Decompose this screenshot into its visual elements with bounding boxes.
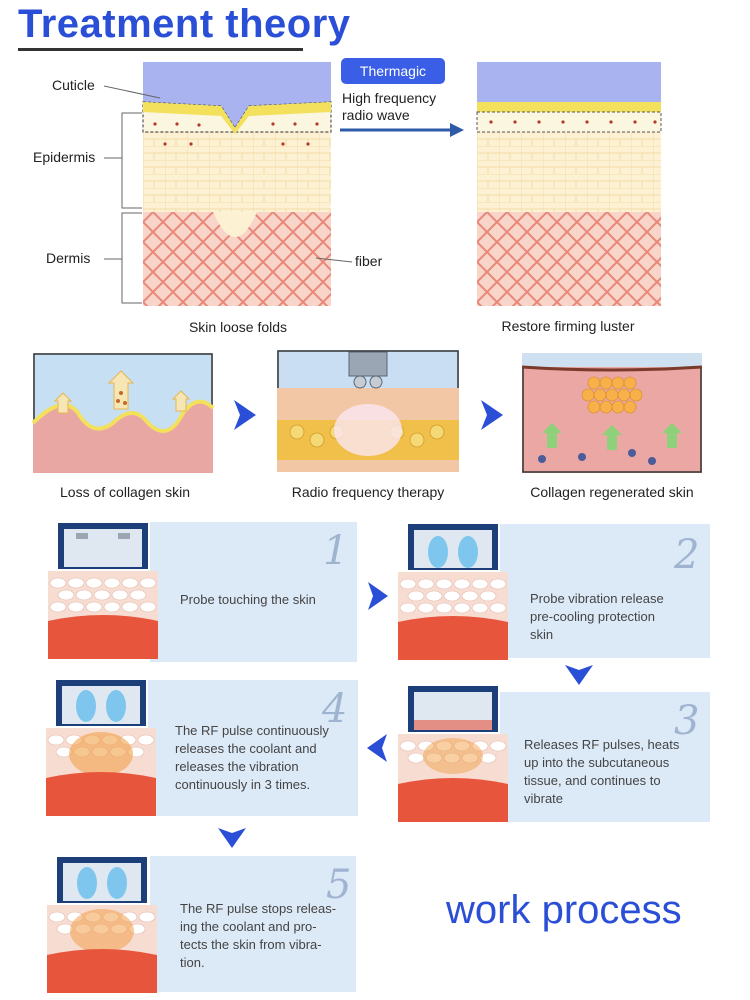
step-3-illustration — [398, 686, 508, 822]
step-4-illustration — [46, 680, 156, 816]
step-3-text: Releases RF pulses, heats up into the su… — [524, 737, 680, 806]
chevron-right-icon — [234, 400, 256, 430]
radio-wave-arrow — [340, 123, 464, 137]
step-card-2 — [500, 524, 710, 658]
title-underline — [18, 48, 303, 51]
step-card-3 — [500, 692, 710, 822]
caption-collagen-regenerated: Collagen regenerated skin — [530, 484, 694, 500]
step-2-number: 2 — [674, 532, 700, 578]
chevron-right-icon — [481, 400, 503, 430]
image-radio-frequency-therapy — [277, 350, 459, 472]
caption-restore-firming: Restore firming luster — [501, 318, 635, 334]
image-loss-of-collagen — [31, 353, 215, 473]
step-2-illustration — [398, 524, 508, 660]
caption-loss-of-collagen: Loss of collagen skin — [60, 484, 190, 500]
step-1-text: Probe touching the skin — [180, 592, 316, 607]
skin-diagram-left — [142, 62, 332, 306]
work-process-heading: work process — [446, 888, 682, 932]
chevron-right-icon — [368, 582, 388, 610]
label-epidermis: Epidermis — [33, 149, 96, 165]
label-cuticle: Cuticle — [52, 77, 95, 93]
page-title: Treatment theory — [18, 2, 351, 46]
caption-skin-loose-folds: Skin loose folds — [188, 319, 288, 335]
label-fiber: fiber — [355, 253, 383, 269]
step-5-number: 5 — [326, 862, 352, 908]
step-1-number: 1 — [323, 528, 349, 574]
chevron-down-icon — [565, 665, 593, 685]
skin-diagram-right — [476, 62, 662, 306]
step-card-1 — [150, 522, 357, 662]
step-5-text: The RF pulse stops releas- ing the coola… — [180, 901, 337, 970]
step-4-number: 4 — [322, 686, 348, 732]
step-card-5 — [150, 856, 356, 992]
image-collagen-regenerated — [521, 353, 703, 473]
step-4-text: The RF pulse continuously releases the c… — [175, 723, 329, 792]
step-3-number: 3 — [674, 698, 700, 744]
label-dermis: Dermis — [46, 250, 91, 266]
caption-radio-frequency: Radio frequency therapy — [291, 484, 445, 500]
chevron-left-icon — [367, 734, 387, 762]
step-2-text: Probe vibration release pre-cooling prot… — [530, 591, 664, 642]
thermagic-badge: Thermagic — [341, 58, 445, 84]
layer-brackets — [103, 85, 353, 304]
step-card-4 — [148, 680, 358, 816]
chevron-down-icon — [218, 828, 246, 848]
radio-wave-text: High frequency radio wave — [342, 90, 437, 123]
step-1-illustration — [48, 523, 158, 659]
step-5-illustration — [47, 857, 157, 993]
